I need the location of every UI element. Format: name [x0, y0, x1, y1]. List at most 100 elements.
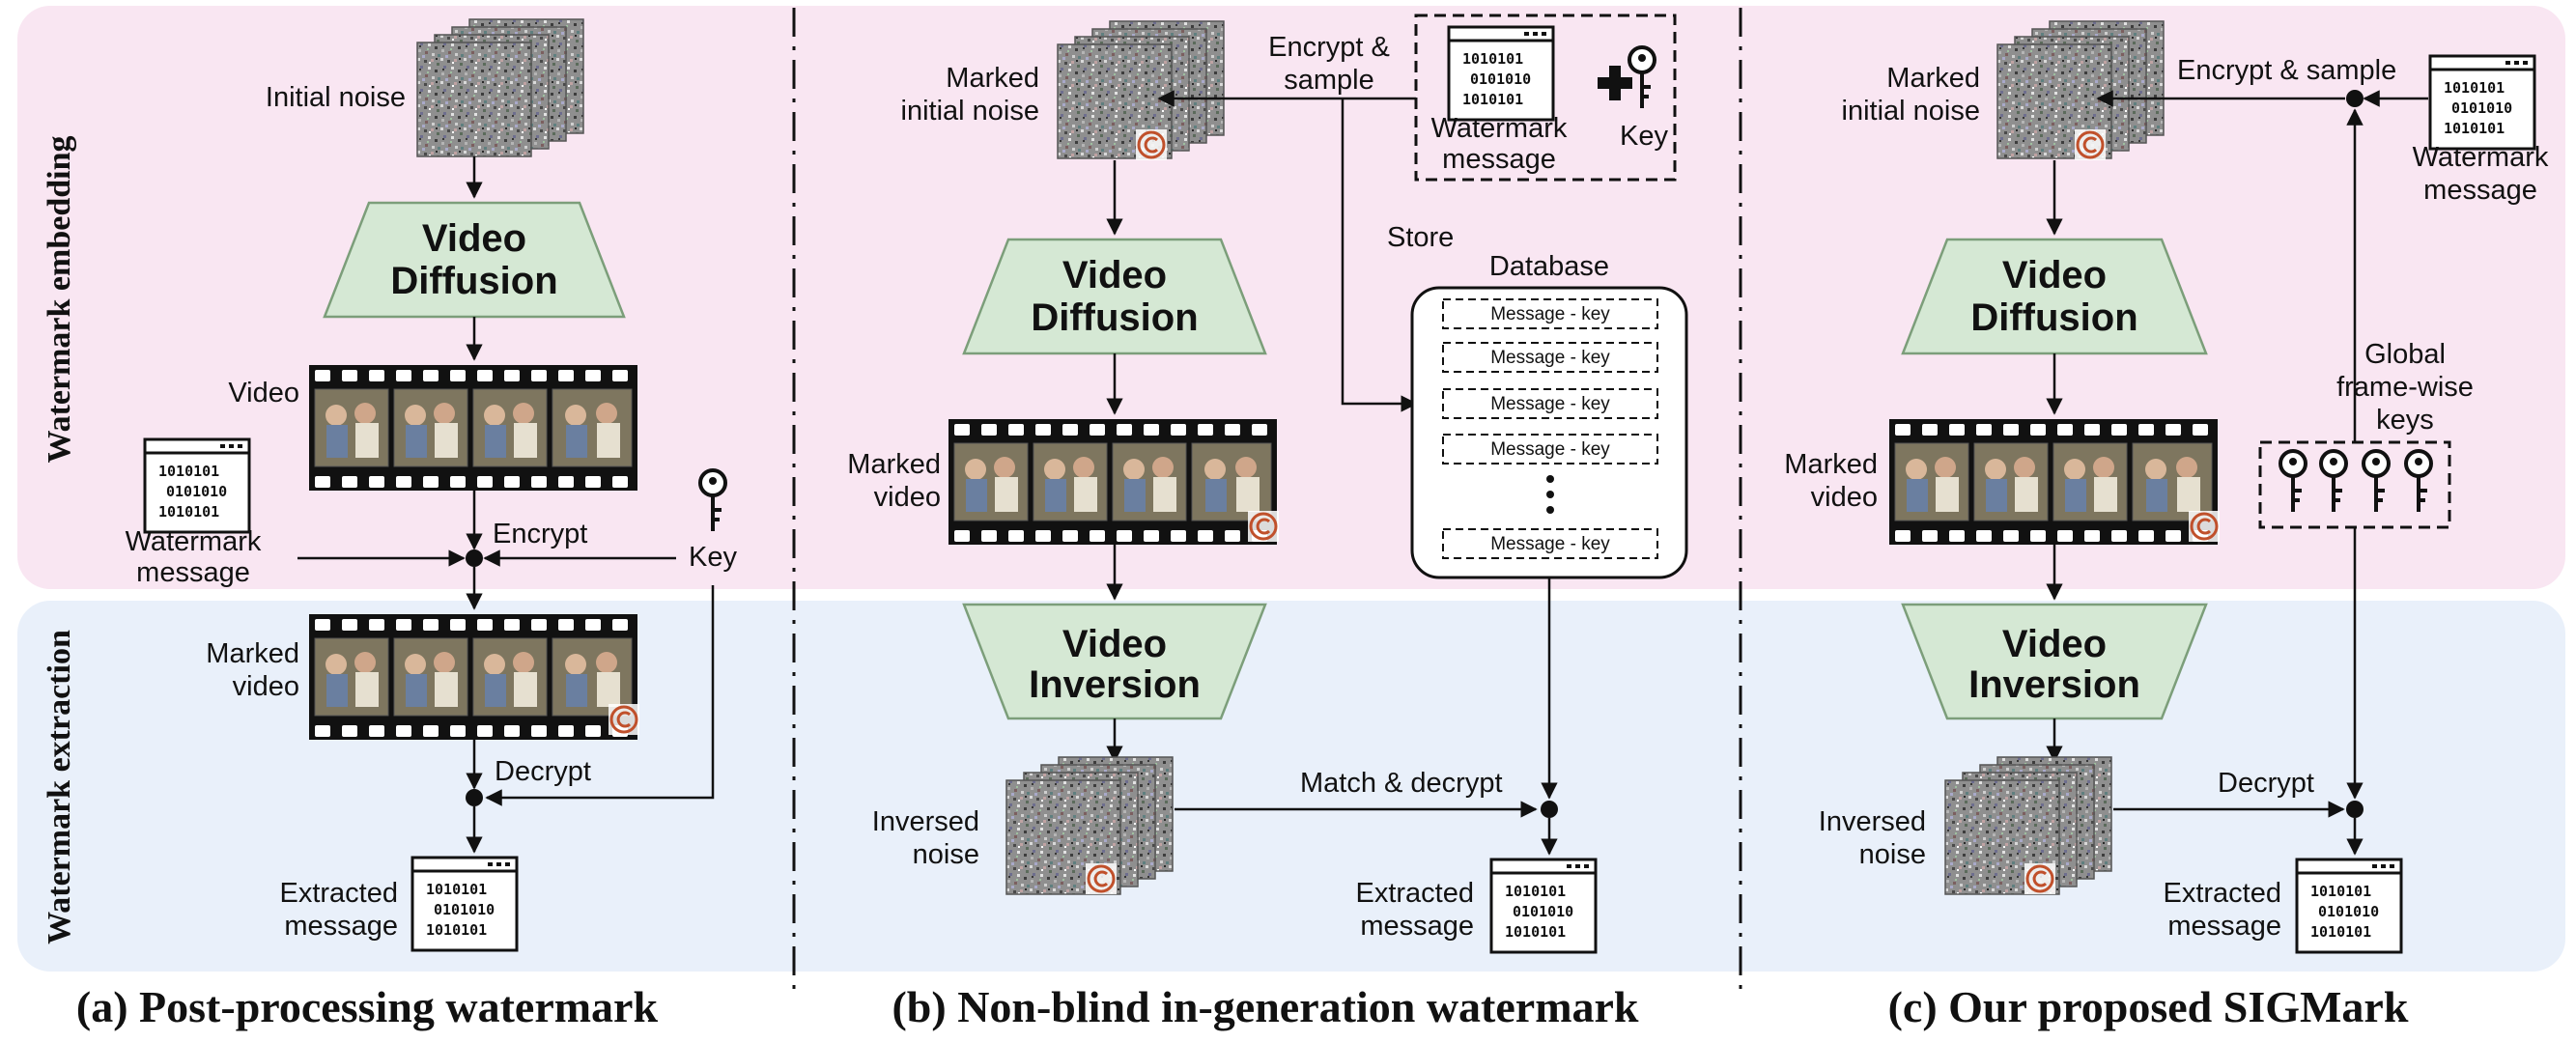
- video-diffusion-block: [1901, 238, 2208, 355]
- svg-text:video: video: [874, 482, 941, 513]
- row-label-embedding: Watermark embedding: [42, 135, 77, 463]
- svg-text:initial noise: initial noise: [901, 96, 1039, 127]
- svg-text:Watermark: Watermark: [126, 526, 262, 557]
- svg-text:message: message: [2167, 911, 2281, 942]
- svg-text:Inversion: Inversion: [1029, 663, 1201, 706]
- svg-text:message: message: [284, 911, 398, 942]
- svg-text:Global: Global: [2364, 339, 2446, 370]
- row-label-extraction: Watermark extraction: [42, 630, 77, 944]
- svg-text:Key: Key: [689, 542, 737, 573]
- svg-text:Message - key: Message - key: [1490, 394, 1610, 414]
- svg-text:Decrypt: Decrypt: [2218, 768, 2314, 799]
- svg-text:Marked: Marked: [847, 449, 941, 480]
- svg-text:Marked: Marked: [206, 638, 299, 669]
- svg-text:Match & decrypt: Match & decrypt: [1300, 768, 1503, 799]
- video-inversion-block: [962, 603, 1267, 720]
- caption-c: (c) Our proposed SIGMark: [1888, 982, 2409, 1031]
- encrypt-node: [466, 549, 483, 567]
- svg-text:Encrypt &: Encrypt &: [1268, 32, 1390, 63]
- watermark-message-icon: [2428, 54, 2536, 151]
- db-item: [1442, 298, 1658, 329]
- svg-text:Marked: Marked: [1784, 449, 1878, 480]
- svg-text:Key: Key: [1620, 121, 1668, 152]
- caption-b: (b) Non-blind in-generation watermark: [892, 982, 1638, 1031]
- svg-text:initial noise: initial noise: [1842, 96, 1980, 127]
- svg-text:Message - key: Message - key: [1490, 534, 1610, 554]
- svg-text:Watermark: Watermark: [2413, 142, 2549, 173]
- video-diffusion-block: [962, 238, 1267, 355]
- extracted-message-icon: [2295, 858, 2403, 954]
- db-item: [1442, 342, 1658, 373]
- svg-text:Extracted: Extracted: [1356, 878, 1475, 909]
- svg-text:Video: Video: [1062, 254, 1167, 296]
- label-video: Video: [228, 378, 299, 408]
- svg-text:Video: Video: [1062, 623, 1167, 665]
- copyright-icon: [1134, 127, 1169, 162]
- copyright-icon: [1246, 509, 1281, 544]
- svg-text:Message - key: Message - key: [1490, 304, 1610, 324]
- svg-text:noise: noise: [913, 839, 979, 870]
- svg-text:Inversed: Inversed: [872, 806, 979, 837]
- svg-text:Message - key: Message - key: [1490, 348, 1610, 368]
- match-decrypt-node: [1541, 801, 1558, 818]
- svg-text:Video: Video: [2002, 623, 2107, 665]
- encrypt-sample-node: [2346, 90, 2364, 107]
- copyright-icon: [2023, 861, 2057, 896]
- svg-text:Diffusion: Diffusion: [1970, 296, 2137, 339]
- decrypt-node: [466, 789, 483, 806]
- extracted-message-icon: [410, 856, 519, 952]
- panel-a: Initial noise Video Diffusion Video Wate…: [126, 18, 737, 952]
- decrypt-node: [2346, 801, 2364, 818]
- svg-text:Database: Database: [1489, 251, 1609, 282]
- svg-text:Watermark: Watermark: [1431, 113, 1568, 144]
- svg-text:message: message: [1442, 144, 1556, 175]
- svg-text:Video: Video: [422, 217, 526, 260]
- svg-text:Encrypt: Encrypt: [493, 519, 587, 549]
- svg-text:noise: noise: [1859, 839, 1926, 870]
- plus-icon: [1598, 66, 1632, 100]
- svg-text:Marked: Marked: [1886, 63, 1980, 94]
- caption-a: (a) Post-processing watermark: [76, 982, 659, 1031]
- label-initial-noise: Initial noise: [266, 82, 406, 113]
- extracted-message-icon: [1489, 858, 1598, 954]
- video-filmstrip: [308, 364, 638, 492]
- svg-text:Extracted: Extracted: [280, 878, 399, 909]
- video-diffusion-block: [323, 201, 626, 319]
- marked-video-filmstrip: [308, 613, 638, 741]
- svg-text:Decrypt: Decrypt: [495, 756, 591, 787]
- copyright-icon: [1084, 861, 1118, 896]
- svg-text:Message - key: Message - key: [1490, 439, 1610, 460]
- svg-text:Video: Video: [2002, 254, 2107, 296]
- svg-text:message: message: [1360, 911, 1474, 942]
- copyright-icon: [607, 702, 641, 737]
- copyright-icon: [2187, 509, 2222, 544]
- marked-video-filmstrip: [948, 418, 1278, 546]
- svg-text:sample: sample: [1284, 65, 1374, 96]
- video-inversion-block: [1901, 603, 2208, 720]
- svg-text:Inversion: Inversion: [1968, 663, 2140, 706]
- marked-video-filmstrip: [1888, 418, 2219, 546]
- db-item: [1442, 388, 1658, 419]
- svg-text:Inversed: Inversed: [1819, 806, 1926, 837]
- svg-text:message: message: [2423, 175, 2537, 206]
- watermark-message-icon: [1447, 25, 1555, 122]
- svg-text:video: video: [233, 671, 299, 702]
- panel-c: Marked initial noise Encrypt & sample Wa…: [1784, 20, 2549, 954]
- initial-noise-stack: [416, 18, 584, 157]
- svg-text:Store: Store: [1387, 222, 1454, 253]
- extraction-band: [17, 601, 2565, 972]
- panel-b: Marked initial noise Encrypt & sample Wa…: [847, 14, 1688, 954]
- svg-text:video: video: [1811, 482, 1878, 513]
- svg-text:Marked: Marked: [946, 63, 1039, 94]
- svg-text:Diffusion: Diffusion: [1031, 296, 1198, 339]
- svg-text:Diffusion: Diffusion: [390, 260, 557, 302]
- watermark-message-icon: [143, 437, 251, 534]
- db-item: [1442, 528, 1658, 559]
- svg-text:Encrypt & sample: Encrypt & sample: [2177, 55, 2396, 86]
- svg-text:frame-wise: frame-wise: [2336, 372, 2474, 403]
- copyright-icon: [2073, 127, 2108, 162]
- svg-text:keys: keys: [2376, 405, 2434, 436]
- db-item: [1442, 434, 1658, 465]
- svg-text:Extracted: Extracted: [2164, 878, 2282, 909]
